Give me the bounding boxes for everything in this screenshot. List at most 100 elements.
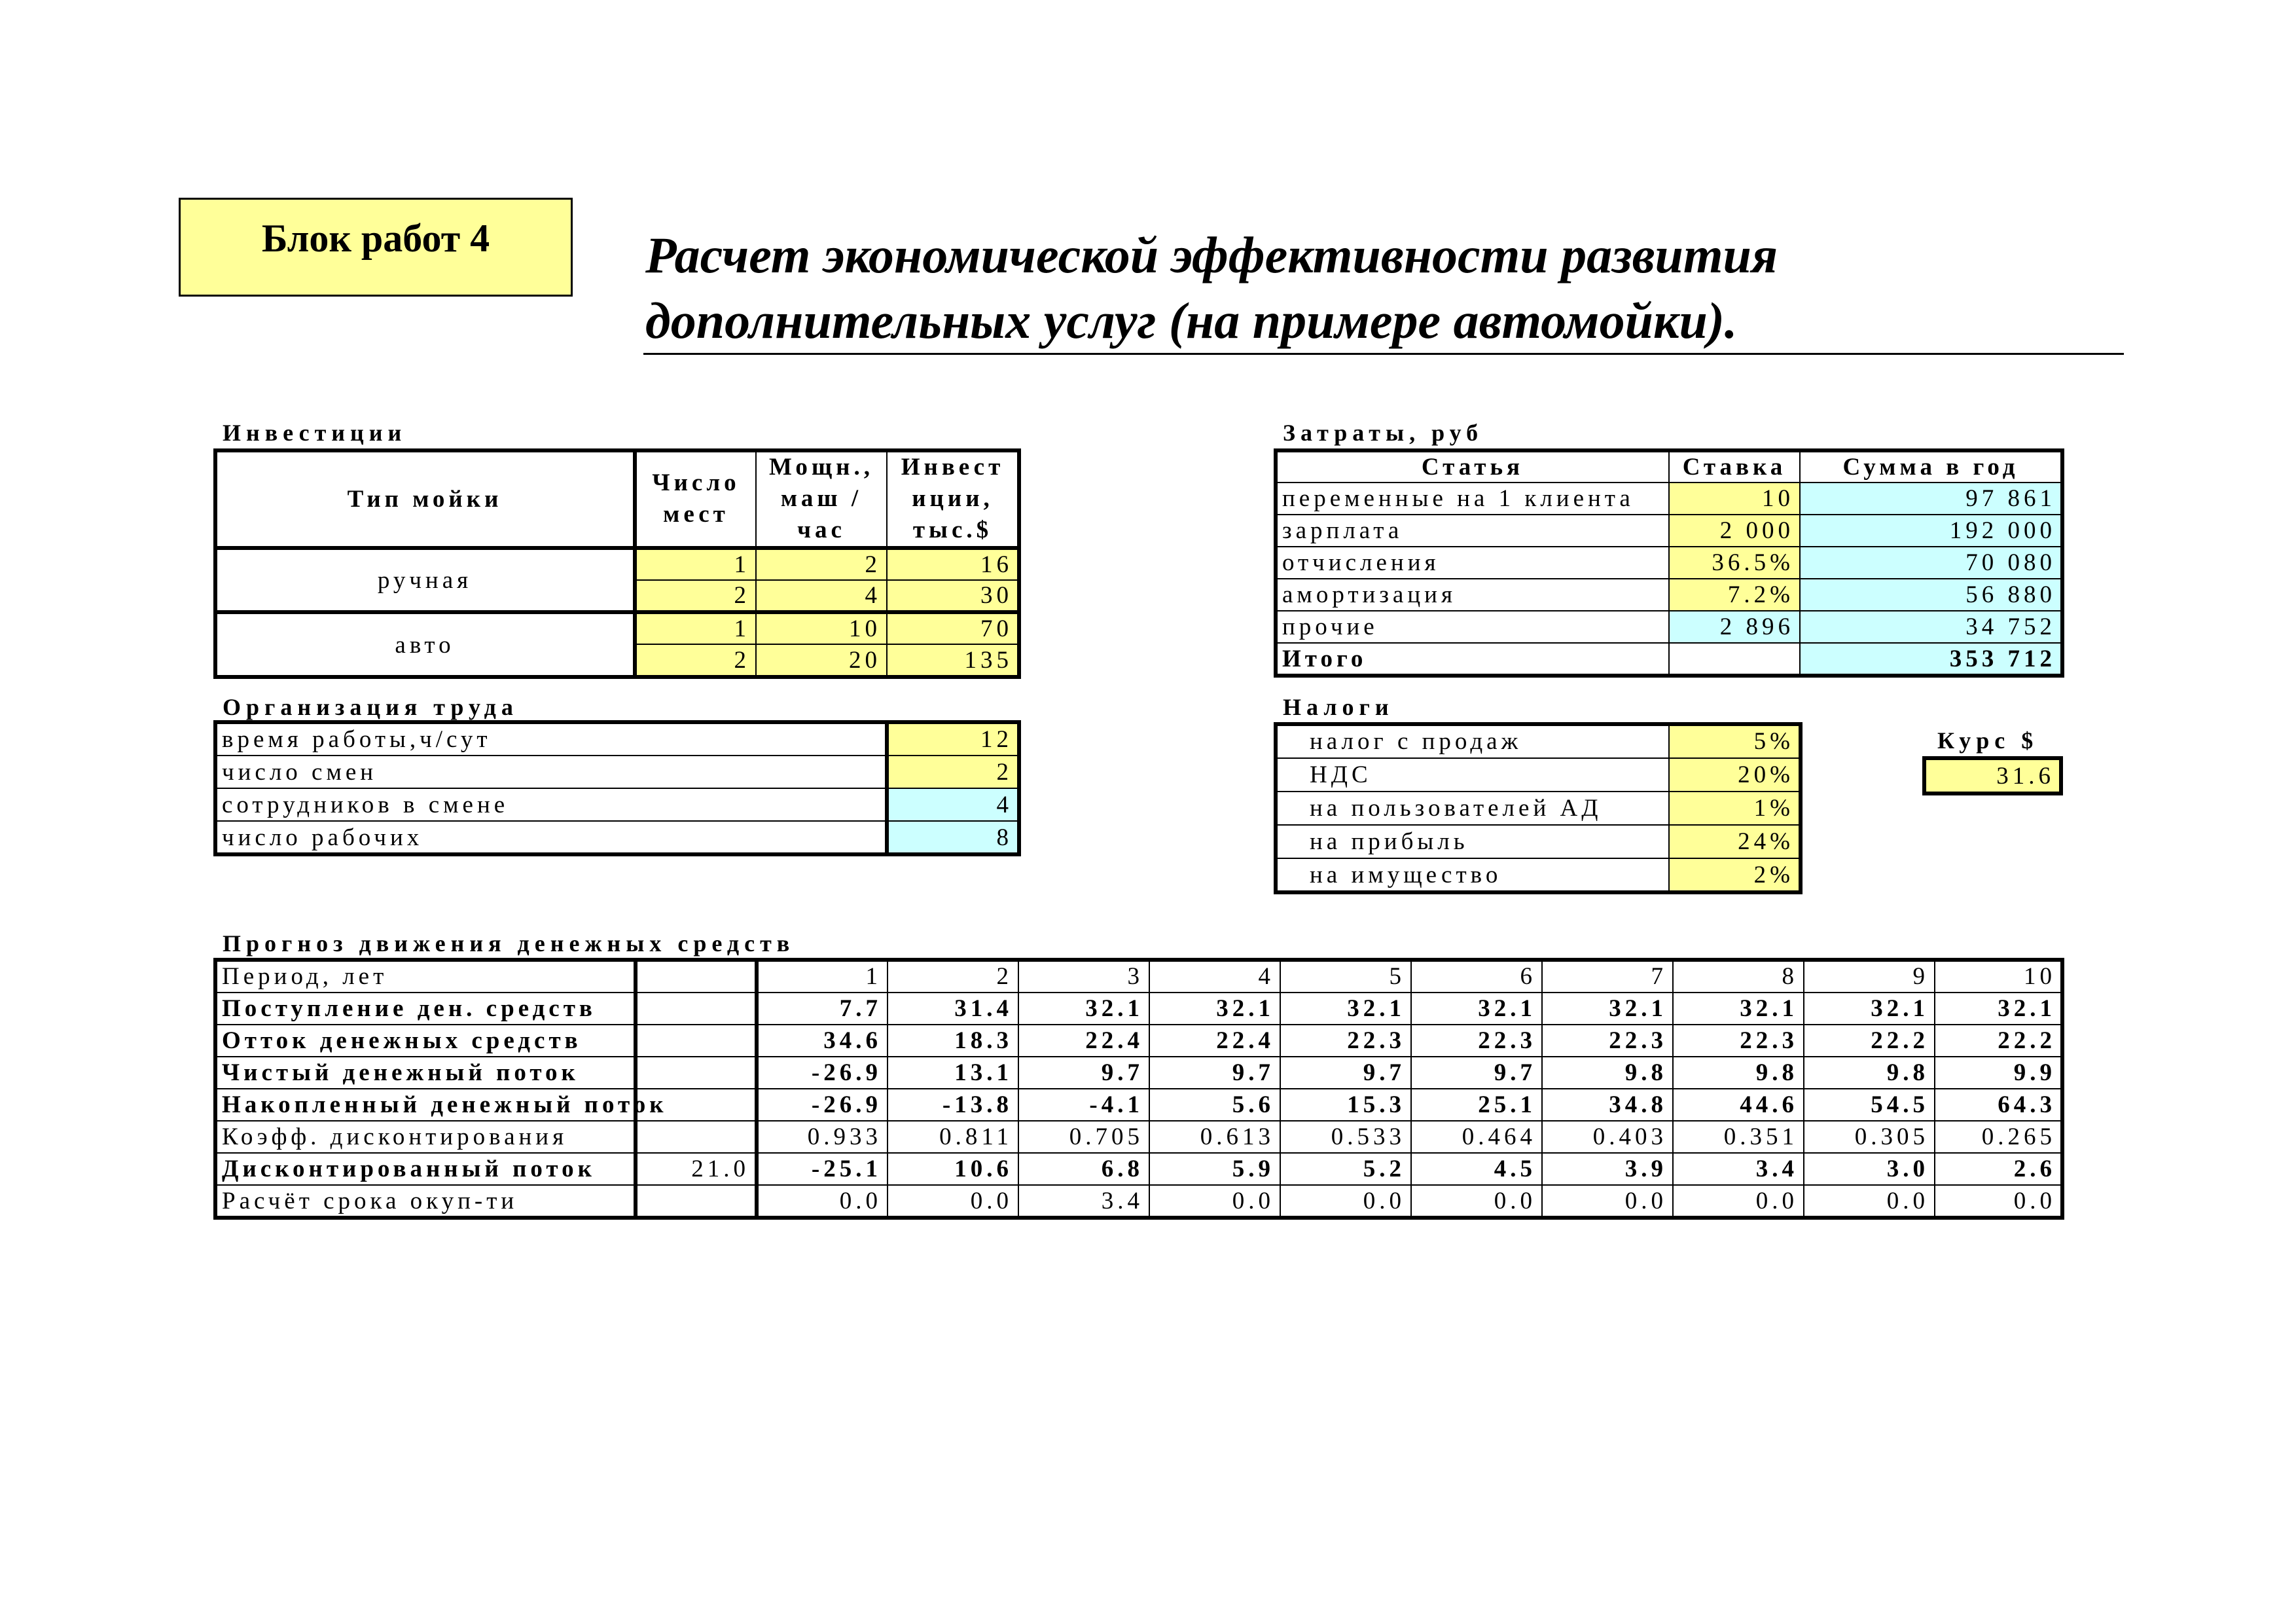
header-rate: Ставка xyxy=(1668,450,1801,483)
taxes-label: Налоги xyxy=(1283,694,1394,720)
cashflow-row-extra xyxy=(635,1120,759,1154)
cost-rate: 2 896 xyxy=(1668,610,1801,644)
cashflow-cell: 54.5 xyxy=(1803,1088,1935,1122)
cashflow-cell: 0.0 xyxy=(1541,1184,1674,1218)
cashflow-row-extra: 21.0 xyxy=(635,1152,759,1186)
cashflow-cell: 9.7 xyxy=(1280,1056,1412,1089)
cashflow-cell: 32.1 xyxy=(1672,992,1804,1025)
labor-param-value: 4 xyxy=(885,788,1019,822)
cashflow-row-label: Накопленный денежный поток xyxy=(215,1088,664,1122)
cashflow-cell: 3.4 xyxy=(1672,1152,1804,1186)
cost-item: амортизация xyxy=(1276,578,1670,611)
labor-label: Организация труда xyxy=(223,694,518,720)
cashflow-cell: 0.464 xyxy=(1410,1120,1543,1154)
labor-param-name: сотрудников в смене xyxy=(215,788,888,822)
header-item: Статья xyxy=(1276,450,1670,483)
cashflow-cell: 5.2 xyxy=(1280,1152,1412,1186)
inv-group-name: авто xyxy=(215,610,637,677)
inv-power: 2 xyxy=(755,546,888,581)
cashflow-cell: 32.1 xyxy=(1803,992,1935,1025)
tax-name: на имущество xyxy=(1276,858,1670,892)
inv-places: 1 xyxy=(634,610,757,645)
cost-item: переменные на 1 клиента xyxy=(1276,482,1670,515)
inv-amount: 16 xyxy=(886,546,1019,581)
costs-label: Затраты, руб xyxy=(1283,420,1484,446)
cashflow-row-label: Чистый денежный поток xyxy=(215,1056,637,1089)
inv-group-name: ручная xyxy=(215,546,637,613)
cashflow-row-label: Отток денежных средств xyxy=(215,1024,637,1057)
cashflow-cell: 0.705 xyxy=(1018,1120,1150,1154)
cashflow-cell: 10.6 xyxy=(887,1152,1019,1186)
header-power: Мощн., маш /час xyxy=(755,450,888,549)
inv-places: 1 xyxy=(634,546,757,581)
cashflow-cell: 9.8 xyxy=(1803,1056,1935,1089)
cashflow-cell: 3.0 xyxy=(1803,1152,1935,1186)
cashflow-cell: 22.3 xyxy=(1410,1024,1543,1057)
cashflow-cell: 3.4 xyxy=(1018,1184,1150,1218)
exchange-value: 31.6 xyxy=(1924,758,2061,793)
cashflow-cell: 7.7 xyxy=(756,992,888,1025)
cashflow-cell: 0.0 xyxy=(1280,1184,1412,1218)
labor-param-value: 2 xyxy=(885,755,1019,789)
cashflow-row: Накопленный денежный поток-26.9-13.8-4.1… xyxy=(215,1088,2062,1122)
header-invest: Инвест иции, тыс.$ xyxy=(886,450,1019,549)
cashflow-cell: 0.403 xyxy=(1541,1120,1674,1154)
investments-label: Инвестиции xyxy=(223,420,407,446)
cashflow-cell: 4 xyxy=(1149,960,1281,993)
exchange-label: Курс $ xyxy=(1937,727,2039,754)
labor-param-value: 8 xyxy=(885,820,1019,854)
tax-rate: 20% xyxy=(1668,757,1801,792)
cashflow-cell: 32.1 xyxy=(1280,992,1412,1025)
tax-name: НДС xyxy=(1276,757,1670,792)
cashflow-cell: 9.7 xyxy=(1410,1056,1543,1089)
cashflow-cell: 0.613 xyxy=(1149,1120,1281,1154)
cashflow-cell: 0.0 xyxy=(1934,1184,2062,1218)
cashflow-cell: 9.7 xyxy=(1018,1056,1150,1089)
inv-amount: 135 xyxy=(886,644,1019,677)
cashflow-cell: 32.1 xyxy=(1149,992,1281,1025)
cashflow-cell: 5 xyxy=(1280,960,1412,993)
cashflow-cell: 18.3 xyxy=(887,1024,1019,1057)
cost-item: отчисления xyxy=(1276,546,1670,579)
cashflow-row-extra xyxy=(635,960,759,993)
cashflow-cell: 25.1 xyxy=(1410,1088,1543,1122)
cashflow-label: Прогноз движения денежных средств xyxy=(223,930,795,957)
cashflow-cell: 15.3 xyxy=(1280,1088,1412,1122)
inv-power: 10 xyxy=(755,610,888,645)
cashflow-cell: 9.7 xyxy=(1149,1056,1281,1089)
labor-param-name: число смен xyxy=(215,755,888,789)
cashflow-row-extra xyxy=(635,1056,759,1089)
cashflow-cell: 32.1 xyxy=(1541,992,1674,1025)
cost-rate: 10 xyxy=(1668,482,1801,515)
header-sum: Сумма в год xyxy=(1799,450,2062,483)
cashflow-cell: 22.3 xyxy=(1541,1024,1674,1057)
cashflow-row-label: Период, лет xyxy=(215,960,637,993)
cashflow-cell: 9.8 xyxy=(1672,1056,1804,1089)
cashflow-cell: -4.1 xyxy=(1018,1088,1150,1122)
block-label: Блок работ 4 xyxy=(179,198,573,297)
cashflow-cell: 8 xyxy=(1672,960,1804,993)
header-places: Число мест xyxy=(634,450,757,549)
cost-total-label: Итого xyxy=(1276,642,1670,676)
cost-item: зарплата xyxy=(1276,514,1670,547)
cashflow-cell: 2 xyxy=(887,960,1019,993)
cashflow-cell: 0.305 xyxy=(1803,1120,1935,1154)
header-type: Тип мойки xyxy=(215,450,637,549)
exchange-table: 31.6 xyxy=(1922,756,2063,795)
cashflow-cell: 0.933 xyxy=(756,1120,888,1154)
tax-rate: 5% xyxy=(1668,724,1801,759)
inv-amount: 30 xyxy=(886,579,1019,613)
cashflow-cell: 0.265 xyxy=(1934,1120,2062,1154)
